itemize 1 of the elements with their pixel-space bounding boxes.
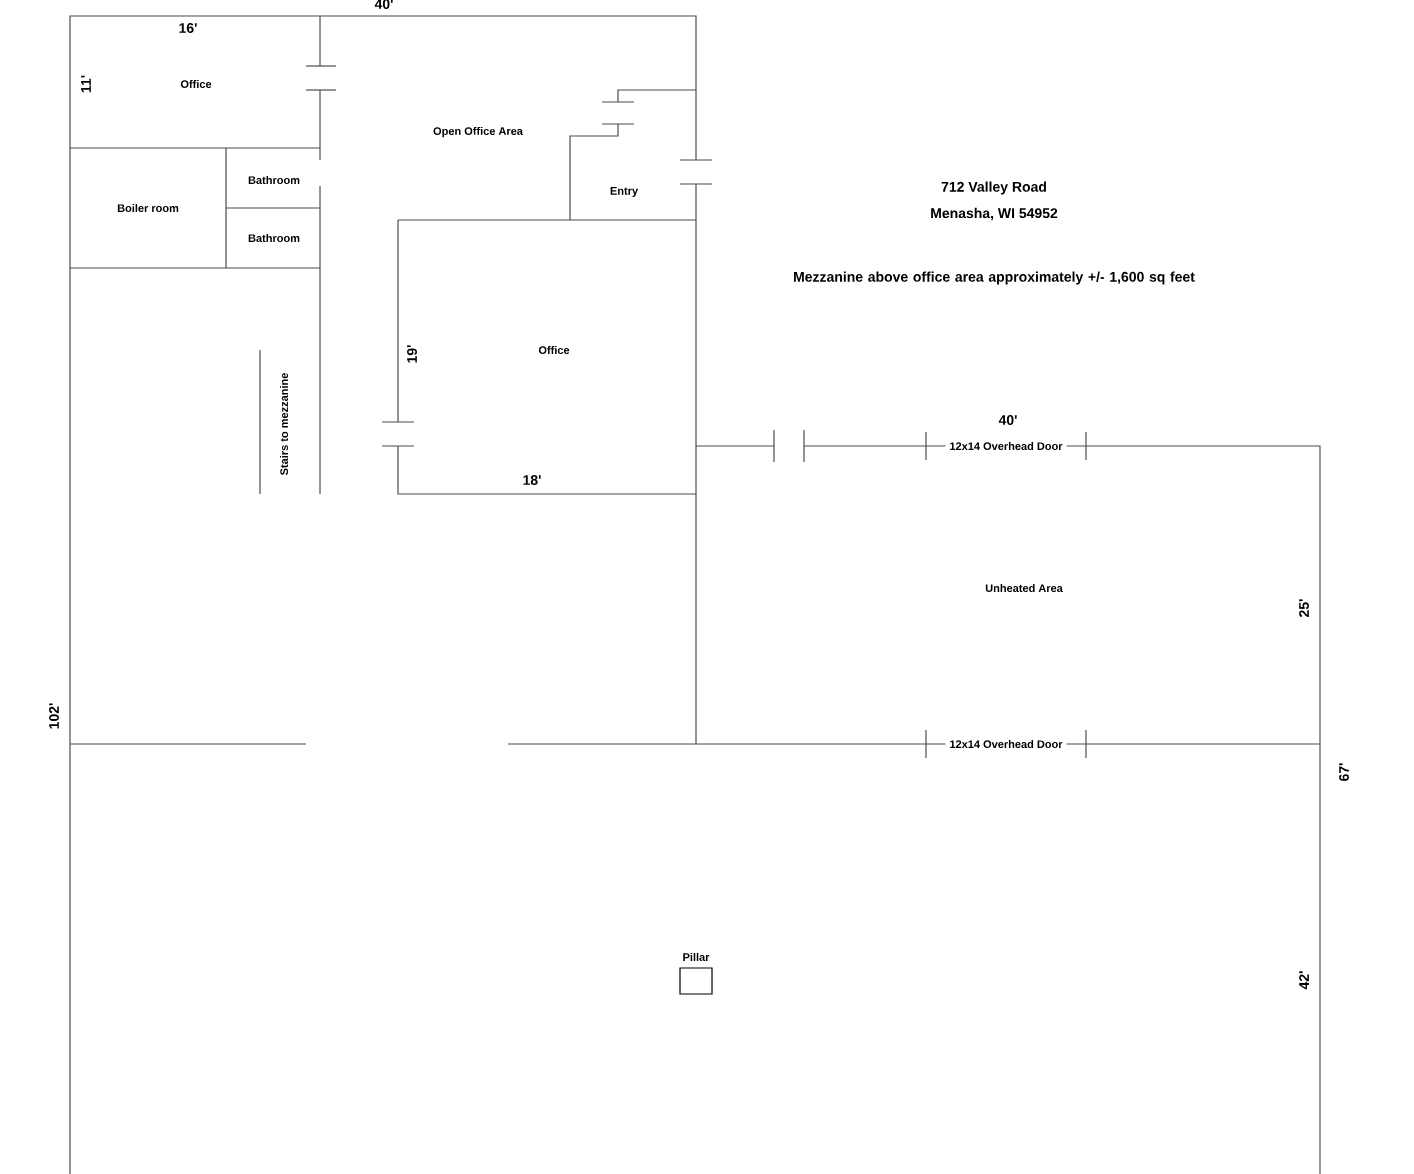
pillar-box <box>679 967 713 995</box>
